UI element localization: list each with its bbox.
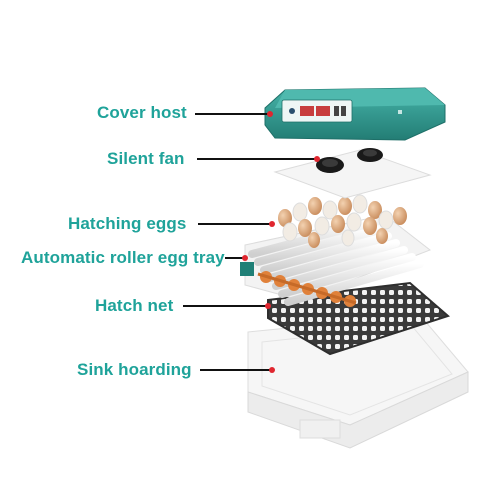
leader-cover-host [195,113,270,115]
fan-left [316,157,344,173]
pointer-dot-cover-host [267,111,273,117]
label-cover-host: Cover host [97,103,187,122]
label-silent-fan: Silent fan [107,149,185,168]
pointer-dot-silent-fan [314,156,320,162]
sink-hoarding-base [247,314,469,449]
cover-host [264,87,446,141]
leader-hatching-eggs [198,223,272,225]
hatching-eggs [278,194,407,248]
hatch-net [267,281,450,356]
pointer-dot-hatch-net [265,303,271,309]
pointer-dot-roller-egg-tray [242,255,248,261]
leader-hatch-net [183,305,268,307]
label-hatch-net: Hatch net [95,296,174,315]
label-roller-egg-tray: Automatic roller egg tray [21,248,225,267]
leader-silent-fan [197,158,317,160]
pointer-dot-sink-hoarding [269,367,275,373]
label-sink-hoarding: Sink hoarding [77,360,192,379]
roller-gear-row [240,262,357,307]
pointer-dot-hatching-eggs [269,221,275,227]
silent-fan-assembly [273,148,432,199]
leader-sink-hoarding [200,369,272,371]
fan-right [357,148,383,162]
label-hatching-eggs: Hatching eggs [68,214,187,233]
leader-roller-egg-tray [225,257,245,259]
